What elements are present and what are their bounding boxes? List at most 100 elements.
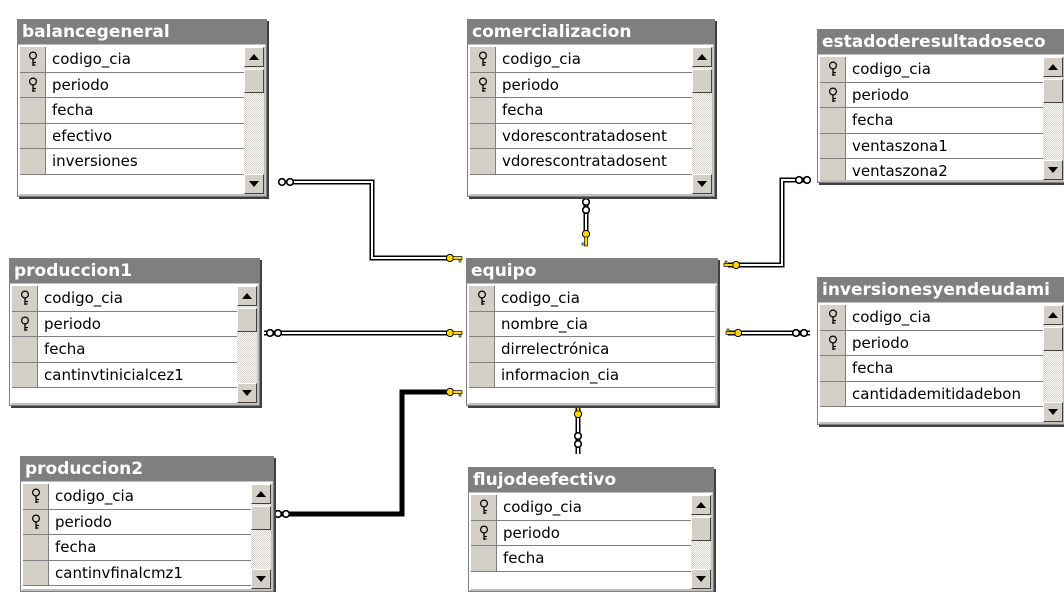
field-row[interactable]: cantidademitidadebon (820, 381, 1043, 407)
row-selector[interactable] (820, 133, 846, 158)
field-row[interactable]: codigo_cia (12, 286, 237, 312)
field-row[interactable]: vdorescontratadosent (470, 123, 692, 149)
row-selector[interactable] (23, 535, 49, 560)
field-row[interactable]: periodo (470, 72, 692, 98)
field-row[interactable]: periodo (20, 72, 244, 98)
vertical-scrollbar[interactable] (692, 47, 712, 194)
scroll-down-button[interactable] (1043, 402, 1063, 422)
field-row[interactable]: fecha (20, 98, 244, 124)
row-selector[interactable] (12, 337, 38, 362)
link-produccion1-equipo[interactable] (264, 328, 463, 338)
row-selector[interactable] (12, 286, 38, 311)
field-row[interactable]: fecha (23, 535, 251, 561)
field-row[interactable]: ventaszona1 (820, 133, 1043, 159)
row-selector[interactable] (820, 330, 846, 355)
row-selector[interactable] (820, 305, 846, 330)
table-title[interactable]: comercializacion (468, 20, 714, 45)
row-selector[interactable] (820, 159, 846, 180)
field-row[interactable]: periodo (820, 330, 1043, 356)
field-row[interactable]: periodo (820, 82, 1043, 108)
link-flujodeefectivo-equipo[interactable] (573, 401, 583, 454)
scroll-up-button[interactable] (251, 484, 271, 504)
scroll-thumb[interactable] (692, 69, 712, 93)
row-selector[interactable] (20, 47, 46, 72)
field-row[interactable]: ventaszona2 (820, 159, 1043, 180)
vertical-scrollbar[interactable] (1043, 57, 1063, 180)
row-selector[interactable] (12, 362, 38, 387)
row-selector[interactable] (471, 520, 497, 545)
scroll-thumb[interactable] (251, 506, 271, 530)
row-selector[interactable] (469, 311, 495, 336)
row-selector[interactable] (23, 560, 49, 585)
vertical-scrollbar[interactable] (691, 495, 711, 589)
field-row[interactable]: periodo (471, 520, 691, 546)
scroll-down-button[interactable] (244, 174, 264, 194)
row-selector[interactable] (469, 337, 495, 362)
table-title[interactable]: balancegeneral (18, 20, 266, 45)
field-row[interactable]: periodo (12, 311, 237, 337)
scroll-up-button[interactable] (237, 286, 257, 306)
field-row[interactable]: codigo_cia (471, 495, 691, 521)
row-selector[interactable] (820, 356, 846, 381)
row-selector[interactable] (469, 362, 495, 387)
scroll-up-button[interactable] (692, 47, 712, 67)
row-selector[interactable] (12, 311, 38, 336)
field-row[interactable]: fecha (470, 98, 692, 124)
field-row[interactable]: periodo (23, 509, 251, 535)
field-row[interactable]: cantinvfinalcmz1 (23, 560, 251, 586)
field-row[interactable]: fecha (820, 356, 1043, 382)
row-selector[interactable] (20, 72, 46, 97)
vertical-scrollbar[interactable] (1043, 305, 1063, 422)
field-row[interactable]: codigo_cia (820, 305, 1043, 331)
table-title[interactable]: equipo (467, 259, 717, 284)
field-row[interactable]: informacion_cia (469, 362, 715, 388)
field-row[interactable]: fecha (471, 546, 691, 572)
table-title[interactable]: flujodeefectivo (469, 468, 713, 493)
link-produccion2-equipo[interactable] (273, 387, 463, 519)
scroll-down-button[interactable] (691, 569, 711, 589)
field-row[interactable]: codigo_cia (469, 286, 715, 312)
field-row[interactable]: dirrelectrónica (469, 337, 715, 363)
row-selector[interactable] (820, 57, 846, 82)
scroll-up-button[interactable] (1043, 57, 1063, 77)
row-selector[interactable] (471, 495, 497, 520)
field-row[interactable]: codigo_cia (20, 47, 244, 73)
table-title[interactable]: estadoderesultadoseco (818, 30, 1064, 55)
scroll-thumb[interactable] (237, 308, 257, 332)
row-selector[interactable] (20, 123, 46, 148)
table-title[interactable]: inversionesyendeudami (818, 278, 1064, 303)
scroll-thumb[interactable] (1043, 327, 1063, 351)
field-row[interactable]: nombre_cia (469, 311, 715, 337)
scroll-down-button[interactable] (1043, 160, 1063, 180)
row-selector[interactable] (20, 149, 46, 174)
link-balancegeneral-equipo[interactable] (277, 177, 463, 263)
table-title[interactable]: produccion1 (10, 259, 259, 284)
link-estadoderesultados-equipo[interactable] (723, 175, 812, 270)
row-selector[interactable] (470, 149, 496, 174)
row-selector[interactable] (470, 98, 496, 123)
field-row[interactable]: inversiones (20, 149, 244, 175)
vertical-scrollbar[interactable] (244, 47, 264, 194)
field-row[interactable]: cantinvtinicialcez1 (12, 362, 237, 388)
row-selector[interactable] (470, 47, 496, 72)
field-row[interactable]: fecha (820, 108, 1043, 134)
field-row[interactable]: codigo_cia (470, 47, 692, 73)
scroll-thumb[interactable] (691, 517, 711, 541)
row-selector[interactable] (820, 82, 846, 107)
scroll-thumb[interactable] (244, 69, 264, 93)
row-selector[interactable] (20, 98, 46, 123)
vertical-scrollbar[interactable] (251, 484, 271, 589)
link-comercializacion-equipo[interactable] (581, 196, 591, 247)
row-selector[interactable] (471, 546, 497, 571)
row-selector[interactable] (820, 108, 846, 133)
row-selector[interactable] (470, 72, 496, 97)
scroll-up-button[interactable] (691, 495, 711, 515)
field-row[interactable]: codigo_cia (23, 484, 251, 510)
field-row[interactable]: efectivo (20, 123, 244, 149)
